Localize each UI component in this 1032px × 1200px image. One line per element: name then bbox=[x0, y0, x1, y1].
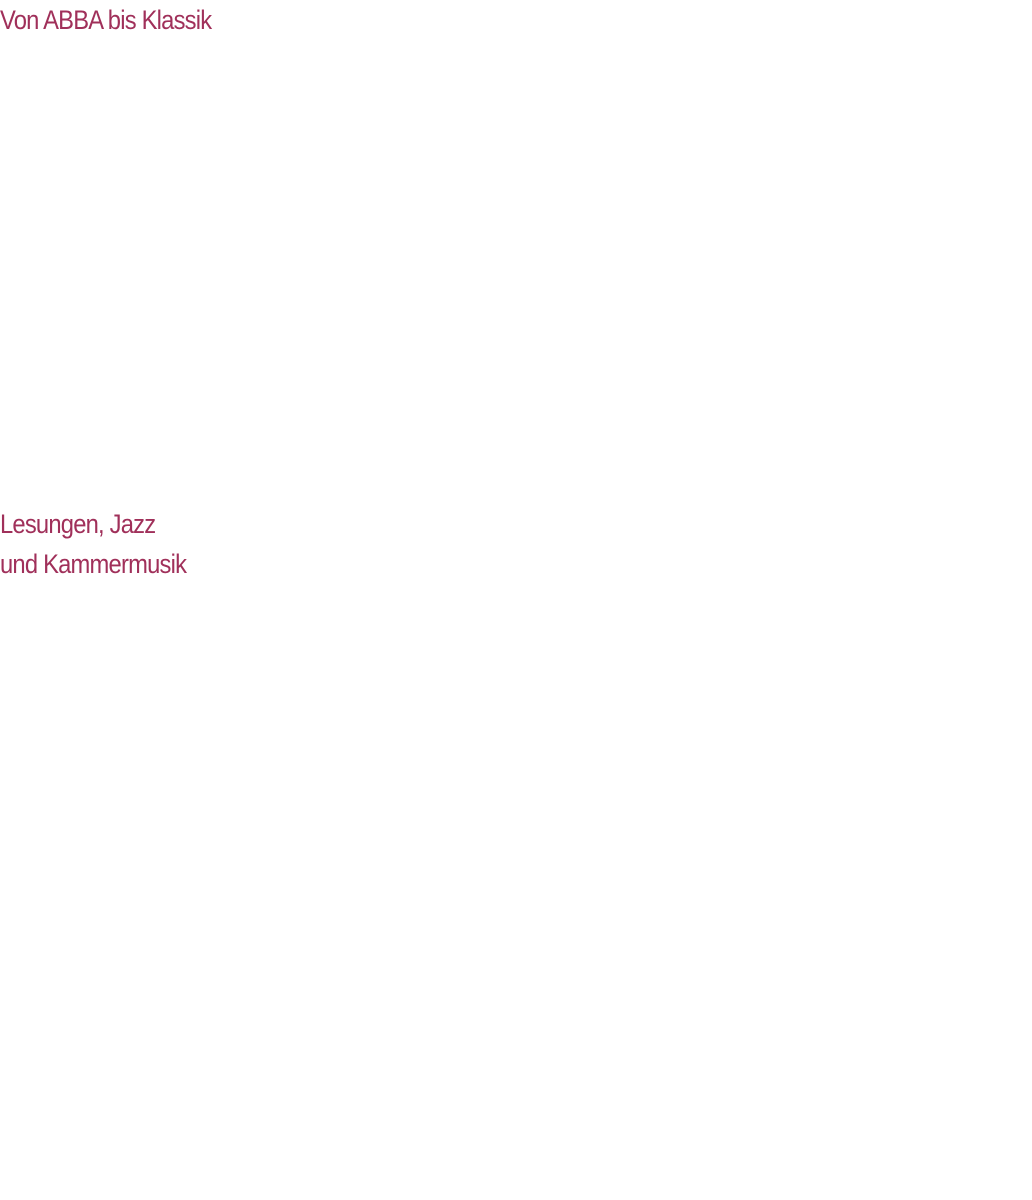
section-heading-line-2: und Kammermusik bbox=[0, 549, 187, 579]
section-heading: Lesungen, Jazz und Kammermusik bbox=[0, 504, 187, 584]
section-lesungen-jazz: Lesungen, Jazz und Kammermusik bbox=[0, 504, 1032, 1200]
section-abba-klassik: Von ABBA bis Klassik bbox=[0, 0, 1032, 504]
section-heading-line-1: Lesungen, Jazz bbox=[0, 509, 156, 539]
section-heading: Von ABBA bis Klassik bbox=[0, 5, 212, 35]
